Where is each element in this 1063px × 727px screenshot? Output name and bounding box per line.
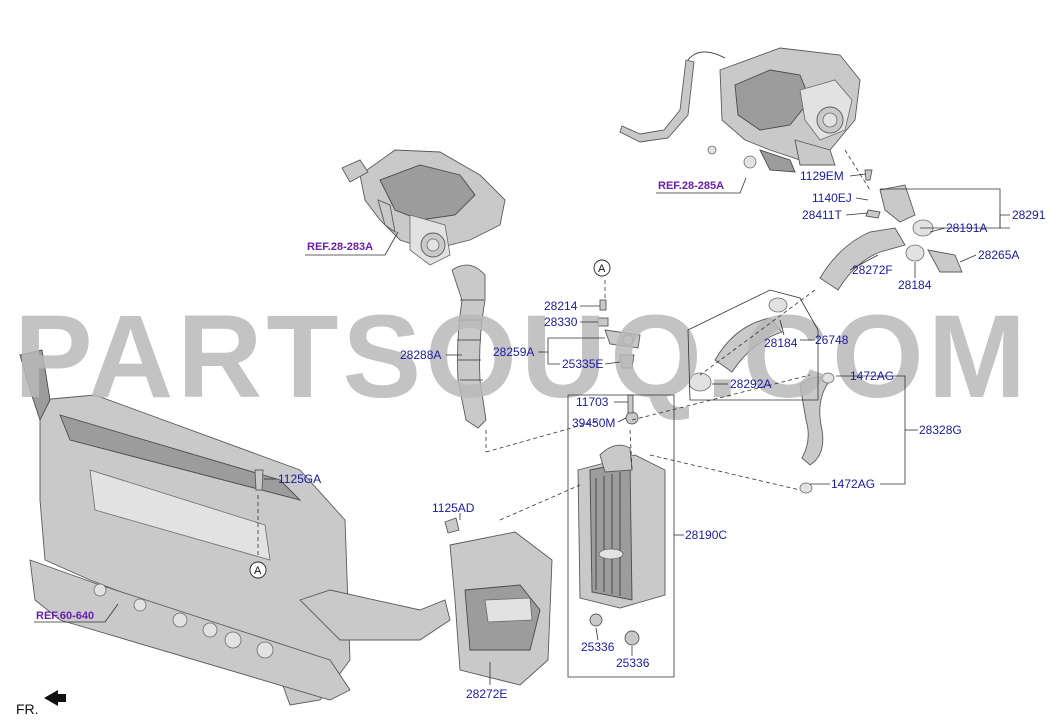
callout-1125GA[interactable]: 1125GA [278, 472, 321, 486]
small-hardware-drawing [254, 169, 881, 534]
callout-28272F[interactable]: 28272F [852, 263, 893, 277]
ref-28-283a[interactable]: REF.28-283A [307, 241, 373, 253]
front-direction-marker: FR. [16, 690, 66, 717]
callout-39450M[interactable]: 39450M [572, 416, 615, 430]
callout-28328G[interactable]: 28328G [919, 423, 962, 437]
callout-28292A[interactable]: 28292A [730, 377, 771, 391]
callout-28184-box[interactable]: 28184 [764, 336, 798, 350]
ref-28-285a[interactable]: REF.28-285A [658, 180, 724, 192]
section-marker-bottom-label: A [254, 565, 262, 577]
callout-28190C[interactable]: 28190C [685, 528, 727, 542]
callout-28214[interactable]: 28214 [544, 299, 578, 313]
callout-1472AG-bottom[interactable]: 1472AG [831, 477, 875, 491]
connection-lines [257, 149, 871, 555]
callout-25336-left[interactable]: 25336 [581, 640, 615, 654]
callout-11703[interactable]: 11703 [576, 395, 609, 409]
charge-hose-drawing [688, 184, 963, 494]
ref-60-640[interactable]: REF.60-640 [36, 610, 94, 622]
callout-28184-top[interactable]: 28184 [898, 278, 932, 292]
callout-25335E[interactable]: 25335E [562, 357, 603, 371]
callout-1125AD[interactable]: 1125AD [432, 501, 475, 515]
front-carrier-drawing [19, 349, 451, 706]
callout-28272E[interactable]: 28272E [466, 687, 507, 701]
leader-lines [34, 173, 1010, 685]
callout-28265A[interactable]: 28265A [978, 248, 1019, 262]
callout-28288A[interactable]: 28288A [400, 348, 441, 362]
intake-hose-28288A [451, 264, 487, 429]
section-marker-bottom: A [249, 561, 267, 579]
callout-1140EJ[interactable]: 1140EJ [812, 191, 852, 205]
callout-25336-right[interactable]: 25336 [616, 656, 650, 670]
callout-28259A[interactable]: 28259A [493, 345, 534, 359]
air-guide-drawing [449, 531, 553, 686]
callout-26748[interactable]: 26748 [815, 333, 849, 347]
section-marker-top-label: A [598, 263, 606, 275]
front-label: FR. [16, 701, 39, 717]
section-marker-top: A [593, 259, 611, 277]
callout-1129EM[interactable]: 1129EM [800, 169, 844, 183]
turbo-assembly-drawing [619, 47, 861, 173]
callout-28411T[interactable]: 28411T [802, 208, 842, 222]
callout-28330[interactable]: 28330 [544, 315, 578, 329]
intercooler-drawing [577, 411, 666, 646]
watermark: PARTSOUQ.COM [14, 291, 1030, 423]
callout-28191A[interactable]: 28191A [946, 221, 987, 235]
callout-1472AG-top[interactable]: 1472AG [850, 369, 894, 383]
intake-manifold-drawing [341, 149, 506, 266]
callout-28291[interactable]: 28291 [1012, 208, 1046, 222]
front-arrow-icon [44, 690, 66, 706]
